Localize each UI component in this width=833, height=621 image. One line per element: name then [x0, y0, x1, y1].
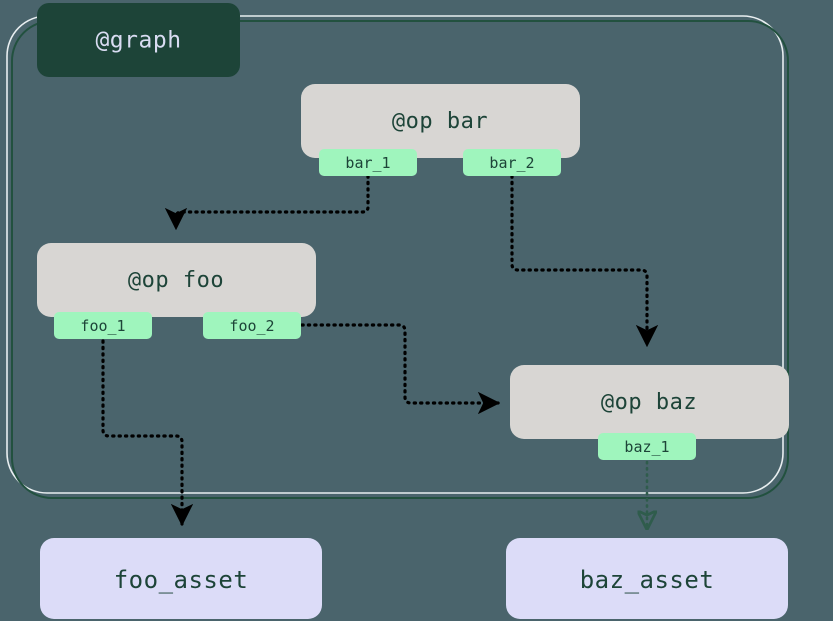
asset-node-baz_asset-box[interactable] [506, 538, 788, 619]
op-node-bar[interactable]: @op bar bar_1 bar_2 [301, 84, 580, 176]
op-node-foo-box[interactable] [37, 243, 316, 317]
edge-foo2-to-baz [300, 323, 501, 415]
op-node-bar-label: @op bar [392, 109, 488, 134]
asset-node-foo_asset-box[interactable] [40, 538, 322, 619]
op-node-foo-label: @op foo [128, 268, 224, 293]
port-bar_2-label: bar_2 [489, 154, 534, 172]
edge-bar2-to-baz [510, 174, 659, 348]
port-foo_2[interactable]: foo_2 [203, 312, 301, 339]
asset-node-baz_asset[interactable]: baz_asset [506, 538, 788, 619]
cluster-outline [11, 20, 789, 499]
port-bar_1[interactable]: bar_1 [319, 149, 417, 176]
asset-node-foo_asset[interactable]: foo_asset [40, 538, 322, 619]
port-baz_1[interactable]: baz_1 [598, 433, 696, 460]
port-foo_2-box[interactable] [203, 312, 301, 339]
asset-node-foo_asset-label: foo_asset [114, 566, 249, 594]
graph-title-label: @graph [95, 28, 181, 54]
port-foo_2-label: foo_2 [229, 317, 274, 335]
port-foo_1-label: foo_1 [80, 317, 125, 335]
port-foo_1-box[interactable] [54, 312, 152, 339]
port-bar_2[interactable]: bar_2 [463, 149, 561, 176]
graph-cluster-boundary [6, 15, 789, 499]
port-bar_1-box[interactable] [319, 149, 417, 176]
graph-title-chip[interactable]: @graph [37, 3, 240, 77]
op-node-foo[interactable]: @op foo foo_1 foo_2 [37, 243, 316, 339]
graph-title-chip-box[interactable] [37, 3, 240, 77]
port-foo_1[interactable]: foo_1 [54, 312, 152, 339]
cluster-outline-highlight [6, 15, 784, 494]
op-node-baz-label: @op baz [601, 390, 697, 415]
asset-node-baz_asset-label: baz_asset [580, 566, 715, 594]
port-baz_1-label: baz_1 [624, 438, 669, 456]
op-node-baz[interactable]: @op baz baz_1 [510, 365, 789, 460]
port-bar_2-box[interactable] [463, 149, 561, 176]
port-bar_1-label: bar_1 [345, 154, 390, 172]
op-node-baz-box[interactable] [510, 365, 789, 439]
edge-foo1-to-fooasset [101, 339, 194, 527]
port-baz_1-box[interactable] [598, 433, 696, 460]
edge-bar1-to-foo [164, 174, 370, 231]
op-node-bar-box[interactable] [301, 84, 580, 158]
